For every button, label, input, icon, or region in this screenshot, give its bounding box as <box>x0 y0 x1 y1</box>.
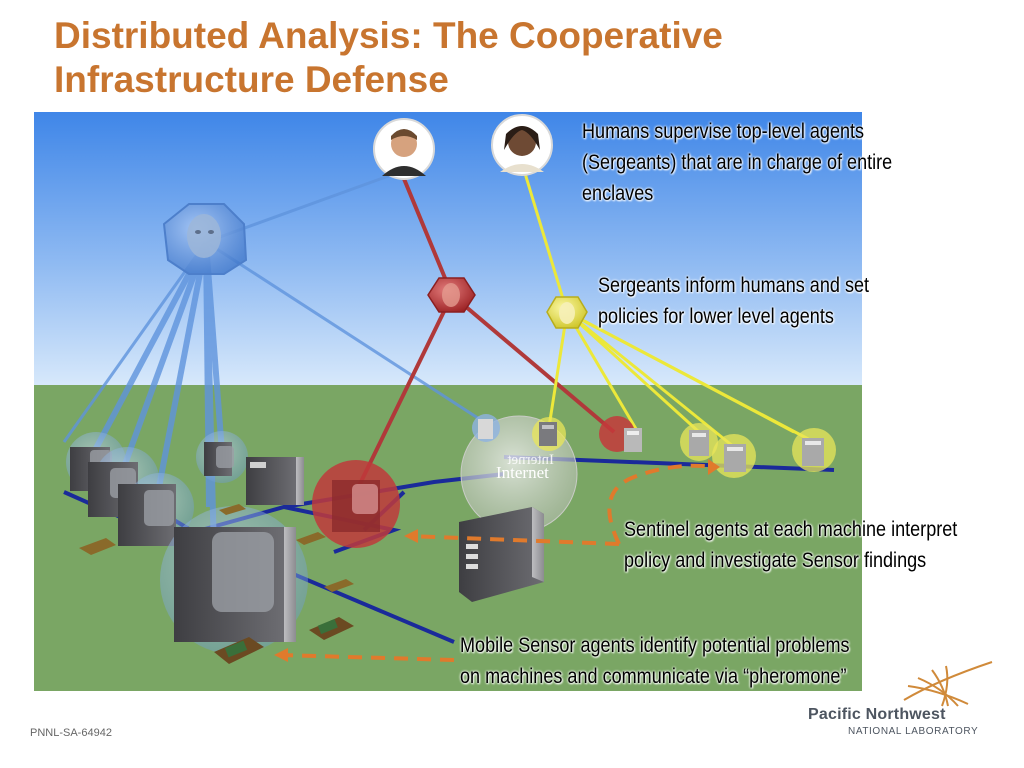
sentinel-yellow-4 <box>792 428 836 472</box>
sensor-agent-chip-1 <box>214 637 264 664</box>
red-sergeant-agent <box>427 277 476 313</box>
sensor-agent-chip-5 <box>324 579 354 592</box>
red-agent-links <box>354 173 616 493</box>
callout-sentinels-line-2: policy and investigate Sensor findings <box>624 549 927 572</box>
sensor-agent-chip-6 <box>219 504 246 515</box>
diagram-canvas: Internet Internet <box>34 112 862 691</box>
arrow-heads <box>274 459 720 662</box>
callout-sentinels-line-1: Sentinel agents at each machine interpre… <box>624 518 958 541</box>
callout-humans: Humans supervise top-level agents (Serge… <box>582 116 892 209</box>
callout-humans-line-2: (Sergeants) that are in charge of entire <box>582 151 893 174</box>
human-supervisor-1 <box>373 118 435 180</box>
yellow-sergeant-agent <box>546 296 588 329</box>
lab-name: Pacific Northwest <box>808 706 946 723</box>
human-supervisor-2 <box>491 114 553 176</box>
server-foreground <box>459 507 544 602</box>
document-id: PNNL-SA-64942 <box>30 727 112 739</box>
lab-subtitle: NATIONAL LABORATORY <box>848 726 979 737</box>
sentinel-red-center <box>312 460 400 548</box>
callout-sensors-line-2: on machines and communicate via “pheromo… <box>460 665 847 688</box>
pnnl-logo-icon <box>903 661 993 707</box>
sentinel-yellow-1 <box>532 417 566 451</box>
sentinel-blue-3 <box>118 473 194 546</box>
callout-sergeants: Sergeants inform humans and set policies… <box>598 270 869 332</box>
sensor-agent-chip-2 <box>309 617 354 640</box>
callout-humans-line-1: Humans supervise top-level agents <box>582 120 865 143</box>
sentinel-blue-far <box>472 414 500 442</box>
sentinel-yellow-2 <box>680 423 718 461</box>
callout-humans-line-3: enclaves <box>582 182 654 205</box>
server-standalone-small <box>246 457 304 505</box>
sentinel-blue-large <box>160 506 308 654</box>
sensor-agent-chip-3 <box>79 538 116 555</box>
callout-sensors-line-1: Mobile Sensor agents identify potential … <box>460 634 850 657</box>
blue-agent-links <box>62 172 485 553</box>
slide-title: Distributed Analysis: The Cooperative In… <box>54 14 723 102</box>
blue-sergeant-agent <box>162 203 248 275</box>
callout-sentinels: Sentinel agents at each machine interpre… <box>624 514 957 576</box>
pheromone-arrows <box>279 463 715 662</box>
callout-sergeants-line-1: Sergeants inform humans and set <box>598 274 870 297</box>
sensor-agent-chip-4 <box>296 532 326 545</box>
lab-logo: Pacific Northwest NATIONAL LABORATORY <box>808 706 978 737</box>
callout-sensors: Mobile Sensor agents identify potential … <box>460 630 850 692</box>
internet-label-mirrored: Internet <box>507 452 554 468</box>
sentinel-yellow-3 <box>712 434 756 478</box>
title-line-2: Infrastructure Defense <box>54 59 449 100</box>
network-diagram: Internet Internet <box>34 112 862 691</box>
title-line-1: Distributed Analysis: The Cooperative <box>54 15 723 56</box>
internet-label: Internet <box>496 463 549 482</box>
sentinel-blue-4 <box>196 431 248 483</box>
callout-sergeants-line-2: policies for lower level agents <box>598 305 834 328</box>
sentinel-red-far <box>599 416 642 452</box>
